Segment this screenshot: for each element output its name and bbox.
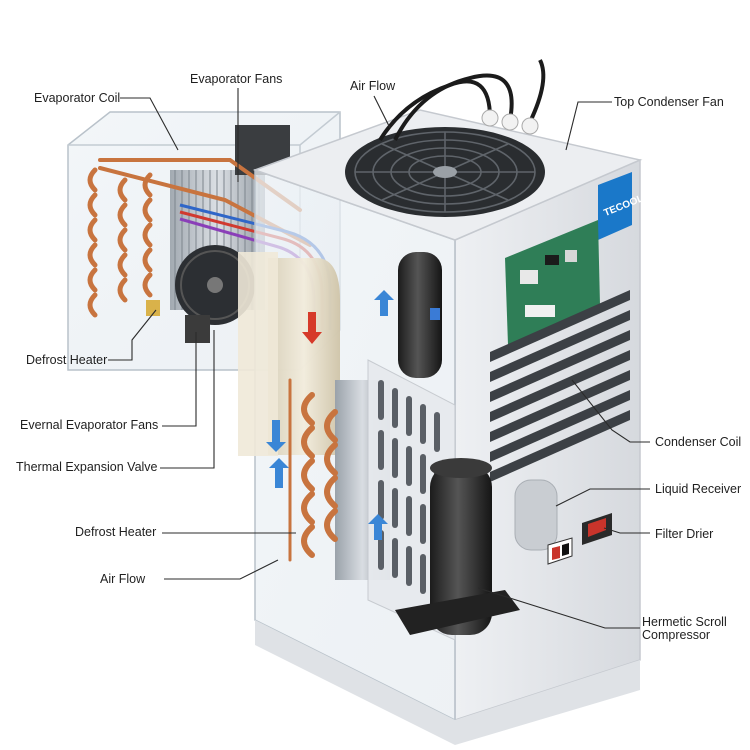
air-flow-arrows <box>266 290 394 540</box>
label-evaporator-fans: Evaporator Fans <box>190 72 283 86</box>
liquid-receiver <box>514 479 558 551</box>
label-air-flow-top: Air Flow <box>350 79 396 93</box>
label-top-condenser-fan: Top Condenser Fan <box>614 95 724 109</box>
label-filter-drier: Filter Drier <box>655 527 714 541</box>
internal-evaporator-fan <box>175 245 255 343</box>
label-liquid-receiver: Liquid Receiver <box>655 482 742 496</box>
leader-lines <box>108 88 650 629</box>
label-defrost-heater-top: Defrost Heater <box>26 353 108 367</box>
brand-logo: TECOOL <box>598 172 645 240</box>
label-condenser-coil: Condenser Coil <box>655 435 742 449</box>
label-evernal-evaporator-fans: Evernal Evaporator Fans <box>20 418 159 432</box>
label-evaporator-coil: Evaporator Coil <box>34 91 121 105</box>
defrost-heater-block <box>146 300 160 316</box>
cable-glands <box>378 59 546 142</box>
accumulator <box>398 252 442 378</box>
label-hermetic-scroll-compressor: Hermetic Scroll Compressor <box>642 616 727 642</box>
label-thermal-expansion-valve: Thermal Expansion Valve <box>16 460 158 474</box>
label-hermetic-scroll-compressor-line2: Compressor <box>642 628 711 642</box>
label-hermetic-scroll-compressor-line1: Hermetic Scroll <box>642 615 727 629</box>
hermetic-scroll-compressor <box>395 458 520 635</box>
label-defrost-heater-bottom: Defrost Heater <box>75 525 157 539</box>
control-pcb <box>505 220 600 345</box>
top-condenser-fan <box>345 127 545 217</box>
condenser-coil-grille <box>490 290 630 482</box>
evaporator-duct <box>238 252 340 456</box>
filter-drier-window <box>547 513 612 565</box>
label-air-flow-bottom: Air Flow <box>100 572 146 586</box>
